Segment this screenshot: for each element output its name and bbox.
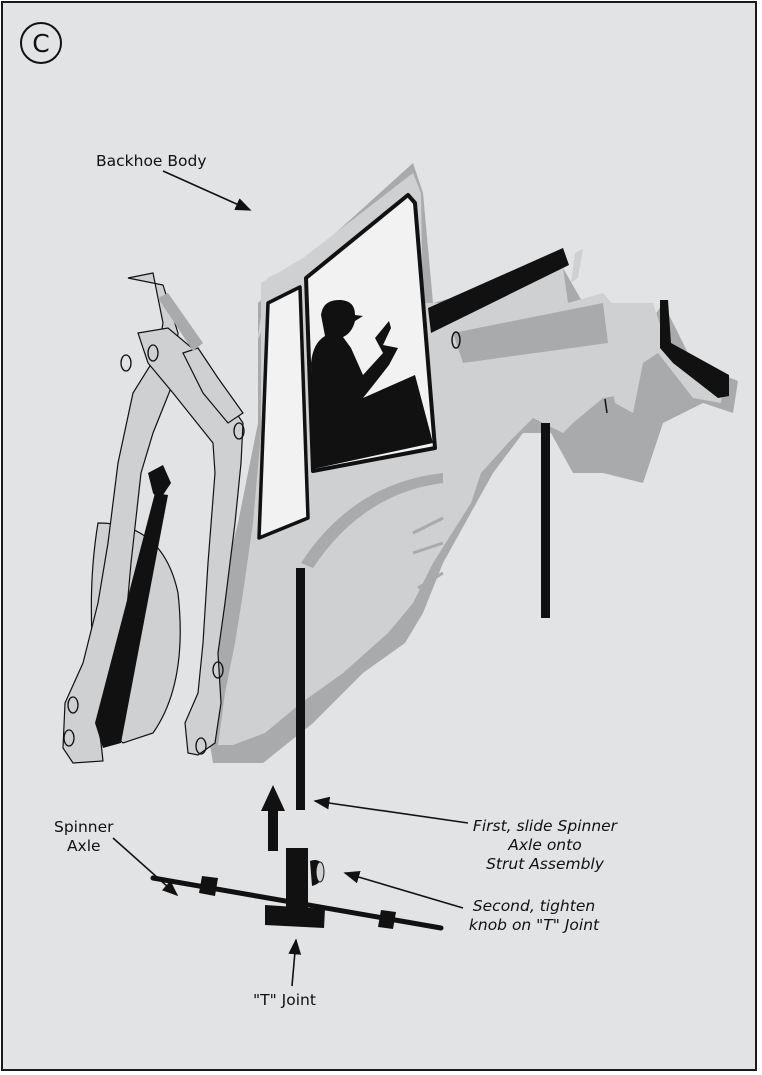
- step-second: Second, tighten knob on "T" Joint: [459, 897, 609, 935]
- arrow-t-joint: [292, 940, 296, 986]
- step-first-line1: First, slide Spinner: [465, 817, 625, 836]
- backhoe-arm: [63, 273, 244, 763]
- axle-collar-right: [378, 910, 396, 929]
- arrow-first-step: [315, 801, 468, 823]
- arrow-backhoe-body: [163, 171, 250, 210]
- rear-strut: [541, 423, 550, 618]
- step-second-line2: knob on "T" Joint: [459, 916, 609, 935]
- step-first-line3: Strut Assembly: [465, 855, 625, 874]
- up-arrow-icon: [261, 785, 285, 851]
- step-second-line1: Second, tighten: [459, 897, 609, 916]
- t-joint-stem: [286, 848, 308, 910]
- arrow-spinner-axle: [113, 838, 177, 895]
- label-t-joint: "T" Joint: [253, 991, 316, 1010]
- step-first-line2: Axle onto: [465, 836, 625, 855]
- front-strut: [296, 568, 305, 810]
- label-spinner-axle-line2: Axle: [54, 837, 114, 856]
- label-spinner-axle-line1: Spinner: [54, 818, 114, 837]
- cab-front-window: [259, 287, 308, 538]
- backhoe-body: [203, 163, 738, 763]
- axle-collar-left: [199, 876, 218, 896]
- label-backhoe-body: Backhoe Body: [96, 152, 207, 171]
- step-first: First, slide Spinner Axle onto Strut Ass…: [465, 817, 625, 874]
- arrow-second-step: [345, 873, 463, 908]
- label-spinner-axle: Spinner Axle: [54, 818, 114, 856]
